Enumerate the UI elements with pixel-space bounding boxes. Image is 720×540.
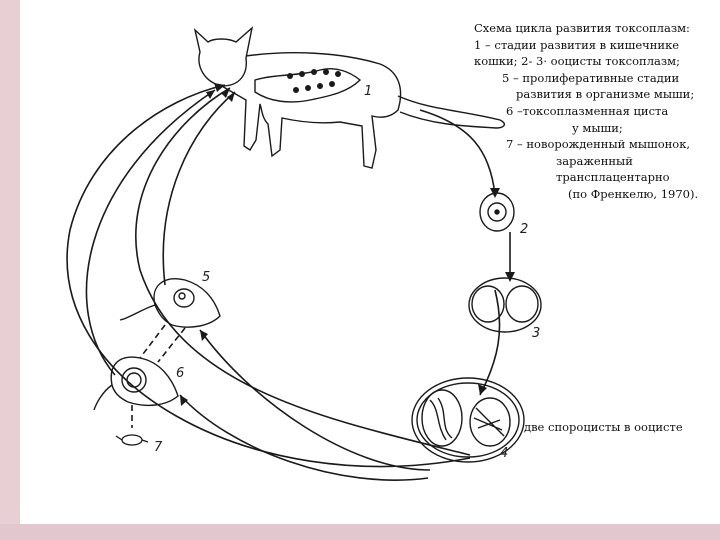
arrow-head-cat-3 — [227, 92, 235, 102]
newborn-mouse-illustration — [115, 434, 149, 446]
caption-line: (по Френкелю, 1970). — [568, 186, 699, 201]
stage-dot — [287, 73, 293, 79]
arc-to-mouse6 — [179, 394, 429, 481]
stage-dot — [323, 69, 329, 75]
stage-number-5: 5 — [202, 270, 211, 285]
caption-line: развития в организме мыши; — [516, 87, 695, 102]
cat-intestine-stages — [287, 69, 341, 93]
arc-mouse5-to-cat — [162, 91, 236, 286]
mouse-5-illustration — [119, 278, 221, 328]
stage-dot — [299, 71, 305, 77]
arrow-head-sporulated — [478, 384, 487, 395]
dashed-transmission — [131, 324, 186, 428]
caption-line: 5 – пролиферативные стадии — [502, 70, 680, 85]
sporocyst-annotation: две спороцисты в ооцисте — [524, 420, 683, 434]
oocyst-sporulated — [411, 377, 525, 463]
cat-tail — [397, 95, 506, 129]
oocyst-unsporulated — [479, 192, 515, 232]
arc-oocyst-to-sporulated — [479, 289, 501, 396]
caption-line: 6 –токсоплазменная циста — [506, 103, 669, 118]
arrow-head-cat-1 — [214, 83, 225, 92]
cycle-arrows — [66, 84, 501, 481]
cat-body — [221, 52, 402, 169]
stage-dot — [329, 81, 335, 87]
cat-illustration — [193, 26, 506, 169]
stage-number-1: 1 — [364, 84, 373, 99]
stage-dot — [335, 71, 341, 77]
caption-line: кошки; 2- 3· ооцисты токсоплазм; — [474, 54, 680, 69]
arc-cat-to-oocyst — [419, 109, 496, 196]
stage-number-3: 3 — [532, 326, 541, 341]
arrow-head-down — [505, 272, 515, 282]
arc-outer-to-cat — [66, 84, 471, 468]
cat-intestine — [254, 68, 362, 103]
arrow-head-mouse5 — [200, 330, 208, 341]
arrow-head-cat-4 — [206, 90, 215, 99]
caption-line: 7 – новорожденный мышонок, — [506, 137, 691, 152]
caption-line: трансплацентарно — [556, 170, 670, 185]
arc-to-mouse5 — [199, 329, 431, 471]
stage-dot — [293, 87, 299, 93]
stage-dot — [305, 85, 311, 91]
cat-head — [193, 26, 254, 87]
caption-title: Схема цикла развития токсоплазм: — [474, 21, 690, 35]
stage-number-7: 7 — [154, 440, 163, 455]
stage-dot — [311, 69, 317, 75]
stage-number-2: 2 — [520, 222, 529, 237]
mouse-6-illustration — [93, 356, 179, 411]
oocyst-sporoblasts — [468, 277, 542, 333]
diagram-caption: Схема цикла развития токсоплазм: 1 – ста… — [472, 20, 716, 203]
arrow-head-cat-2 — [221, 88, 230, 98]
arc-inner-to-cat — [135, 87, 471, 456]
figure-sheet — [20, 0, 720, 524]
arrow-head-mouse6 — [180, 395, 188, 406]
caption-line: зараженный — [556, 153, 633, 168]
stage-dot — [317, 83, 323, 89]
caption-line: 1 – стадии развития в кишечнике — [474, 37, 680, 52]
arc-mouse6-to-cat — [85, 89, 216, 376]
caption-line: у мыши; — [572, 120, 623, 135]
stage-number-4: 4 — [500, 446, 509, 461]
page-border — [0, 524, 720, 540]
stage-number-6: 6 — [176, 366, 185, 381]
